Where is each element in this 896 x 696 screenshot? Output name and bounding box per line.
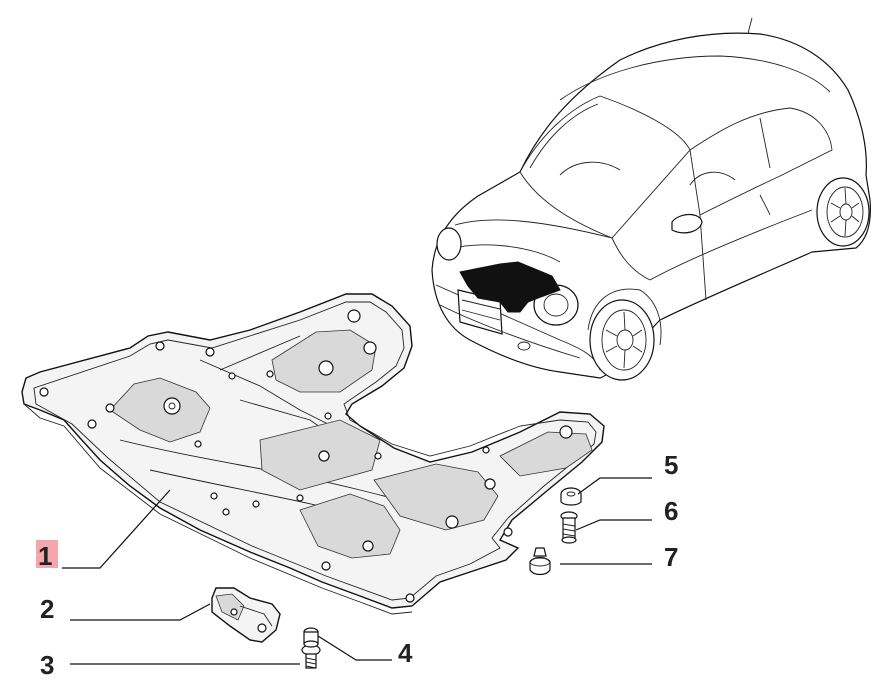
part-5-nut [560,487,582,506]
callout-2-label: 2 [40,594,54,624]
callout-6-label: 6 [664,496,678,526]
callout-5-label: 5 [664,450,678,480]
callout-3-label: 3 [40,650,54,680]
part-2-bracket [211,587,281,643]
leader-lines [62,477,652,665]
part-3-bolt [301,644,321,669]
car-illustration [431,17,871,381]
part-4-clip [303,627,319,648]
part-6-screw [560,511,578,544]
callout-4-label: 4 [398,638,413,668]
callout-1: 1 [36,540,58,571]
part-1-underbody-shield [21,293,605,615]
callout-1-label: 1 [38,541,52,571]
callout-7-label: 7 [664,542,678,572]
callout-1-highlight [36,540,58,568]
part-7-flange-nut [529,547,551,576]
